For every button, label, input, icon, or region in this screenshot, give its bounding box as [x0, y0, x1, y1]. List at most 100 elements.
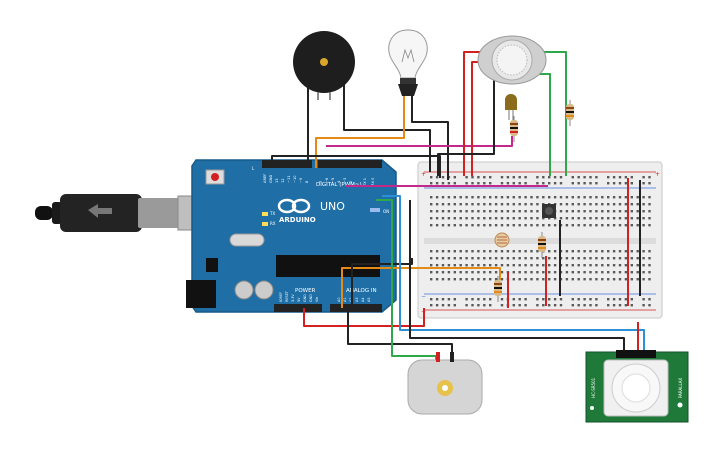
breadboard-hole: [601, 203, 604, 206]
breadboard-hole: [624, 278, 628, 281]
breadboard-hole: [553, 278, 557, 281]
breadboard-hole: [571, 210, 574, 213]
breadboard-hole: [483, 196, 486, 199]
breadboard-hole: [577, 278, 580, 281]
breadboard-hole: [583, 196, 586, 199]
breadboard-hole: [435, 264, 439, 267]
breadboard-hole: [607, 182, 610, 185]
breadboard-hole: [636, 217, 639, 220]
breadboard-hole: [447, 271, 451, 274]
breadboard-hole: [435, 182, 439, 185]
breadboard-hole: [601, 210, 604, 213]
breadboard-hole: [571, 182, 574, 185]
breadboard-hole: [583, 182, 586, 185]
breadboard-hole: [536, 203, 539, 206]
breadboard-hole: [447, 224, 451, 227]
breadboard-hole: [618, 210, 622, 213]
breadboard-hole: [553, 224, 557, 227]
breadboard-hole: [518, 257, 521, 260]
pin-a0-label: A0: [337, 298, 341, 302]
pin-7-label: 7: [319, 181, 323, 183]
breadboard-hole: [601, 224, 604, 227]
breadboard-hole: [648, 217, 651, 220]
breadboard-hole: [636, 210, 639, 213]
breadboard-hole: [589, 271, 592, 274]
pin-12-label: 12: [281, 178, 285, 183]
breadboard-hole: [565, 196, 569, 199]
breadboard-hole: [612, 278, 616, 281]
breadboard-hole: [612, 182, 616, 185]
pushbutton-icon[interactable]: [542, 204, 556, 218]
breadboard-hole: [512, 176, 515, 179]
breadboard-hole: [583, 203, 586, 206]
breadboard-hole: [630, 182, 633, 185]
breadboard-hole: [648, 304, 651, 307]
breadboard-hole: [624, 203, 628, 206]
breadboard-hole: [548, 182, 551, 185]
breadboard-hole: [447, 304, 451, 307]
breadboard-hole: [530, 217, 533, 220]
breadboard-hole: [441, 203, 445, 206]
breadboard-hole: [612, 203, 616, 206]
breadboard-hole: [624, 257, 628, 260]
breadboard-hole: [512, 298, 515, 301]
breadboard-hole: [630, 224, 633, 227]
breadboard-hole: [489, 182, 492, 185]
breadboard-hole: [589, 264, 592, 267]
breadboard-hole: [518, 224, 521, 227]
breadboard-hole: [607, 264, 610, 267]
breadboard-hole: [465, 278, 468, 281]
breadboard-hole: [489, 217, 492, 220]
breadboard-hole: [636, 271, 639, 274]
breadboard-hole: [430, 224, 433, 227]
power-jack: [186, 280, 216, 308]
breadboard-hole: [624, 182, 628, 185]
breadboard-hole: [601, 257, 604, 260]
breadboard-hole: [453, 257, 456, 260]
breadboard-hole: [612, 250, 616, 253]
breadboard-hole: [542, 298, 545, 301]
breadboard-hole: [489, 210, 492, 213]
breadboard-hole: [500, 224, 504, 227]
breadboard-hole: [489, 203, 492, 206]
breadboard-hole: [465, 304, 468, 307]
wire-bulb-orange: [315, 96, 405, 168]
breadboard-hole: [494, 264, 498, 267]
breadboard-hole: [435, 203, 439, 206]
breadboard-hole: [583, 176, 586, 179]
breadboard-hole: [595, 304, 598, 307]
breadboard-hole: [430, 203, 433, 206]
reset-button[interactable]: [211, 173, 219, 181]
breadboard-hole: [618, 264, 622, 267]
resistor-3: [538, 232, 546, 258]
breadboard-hole: [453, 264, 456, 267]
breadboard-hole: [435, 257, 439, 260]
breadboard-hole: [430, 271, 433, 274]
breadboard-hole: [441, 182, 445, 185]
breadboard-hole: [595, 264, 598, 267]
breadboard-hole: [618, 176, 622, 179]
dc-motor-icon: [407, 352, 483, 415]
breadboard-hole: [447, 278, 451, 281]
breadboard-hole: [618, 224, 622, 227]
breadboard-hole: [612, 217, 616, 220]
led-l-label: L: [252, 166, 255, 171]
breadboard-hole: [612, 176, 616, 179]
breadboard-hole: [536, 257, 539, 260]
wire-magenta-1: [326, 136, 513, 147]
breadboard-hole: [447, 257, 451, 260]
breadboard-hole: [571, 196, 574, 199]
wire-bulb-black: [411, 96, 449, 180]
breadboard-hole: [494, 250, 498, 253]
breadboard-hole: [571, 304, 574, 307]
breadboard-hole: [571, 176, 574, 179]
breadboard-hole: [548, 217, 551, 220]
breadboard-hole: [506, 176, 510, 179]
header-analog: [330, 304, 382, 312]
model-label: UNO: [320, 200, 345, 213]
breadboard-hole: [553, 304, 557, 307]
breadboard-hole: [471, 304, 474, 307]
breadboard-hole: [500, 217, 504, 220]
pin-a1-label: A1: [343, 298, 347, 302]
breadboard-hole: [595, 271, 598, 274]
